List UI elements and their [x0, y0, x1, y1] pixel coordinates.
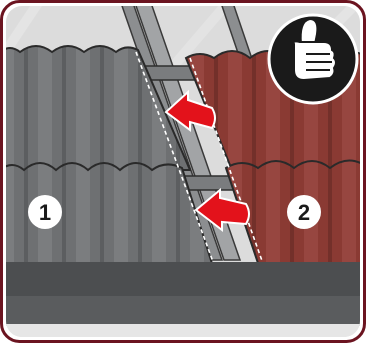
arrow-left-icon — [164, 89, 216, 132]
fascia — [6, 324, 360, 337]
thumbs-up-icon — [267, 13, 359, 105]
marker-1-label: 1 — [39, 200, 51, 225]
arrow-left-icon — [194, 187, 250, 233]
grey-tile-stack — [6, 45, 217, 271]
marker-2-label: 2 — [298, 200, 310, 225]
tile-marker-1: 1 — [28, 195, 62, 229]
gutter — [6, 262, 360, 298]
tile-marker-2: 2 — [287, 195, 321, 229]
eaves — [6, 296, 360, 326]
